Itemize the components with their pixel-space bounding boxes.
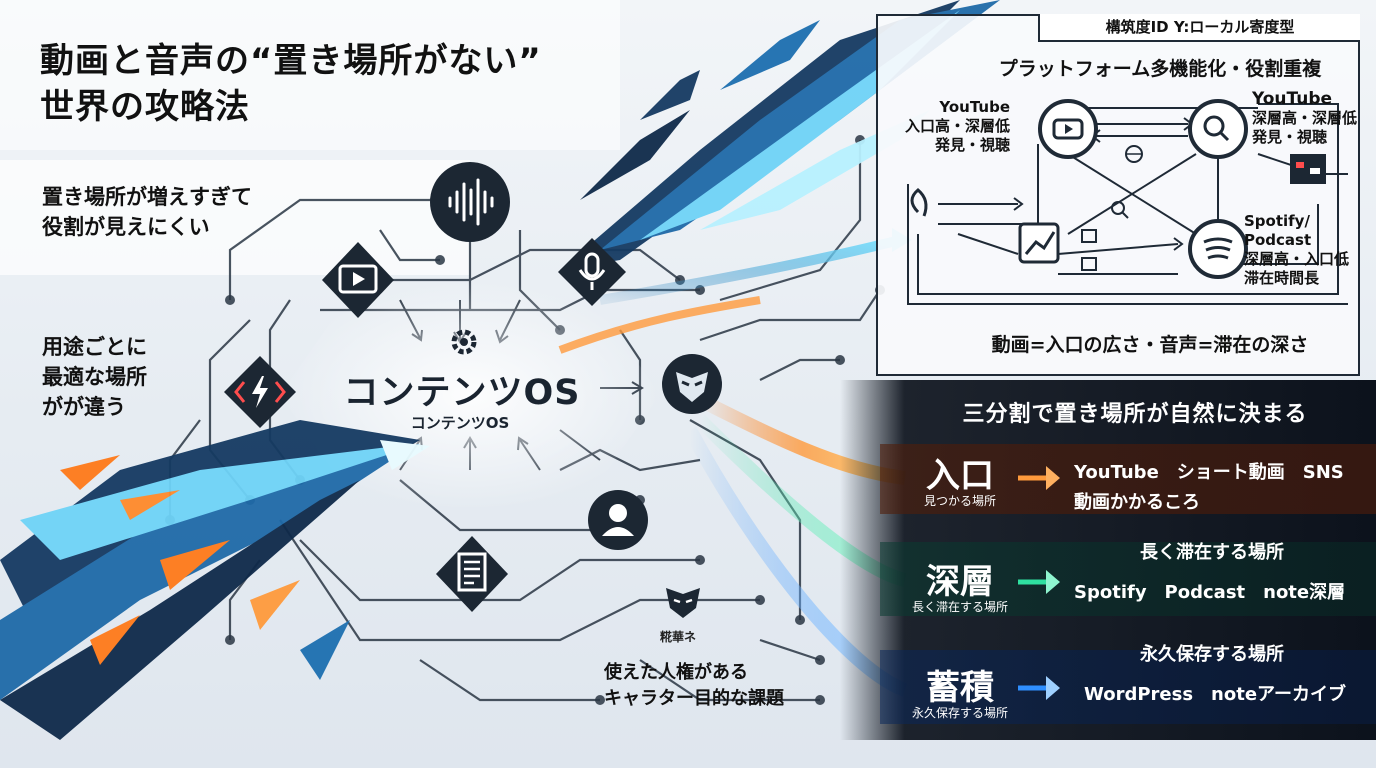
tier-deep-sub: 長く滞在する場所 xyxy=(911,600,1008,614)
center-title: コンテンツOS xyxy=(343,373,581,413)
tiers-title: 三分割で置き場所が自然に決まる xyxy=(962,402,1308,427)
spotify-label: Spotify/ Podcast 深層高・入口低 滞在時間長 xyxy=(1244,212,1349,288)
node-line: YouTube xyxy=(1252,89,1333,109)
node-line: Spotify/ xyxy=(1244,212,1310,230)
dest-line: Spotify Podcast note深層 xyxy=(1074,582,1346,603)
search-node xyxy=(1188,99,1248,159)
tier-entry-sub: 見つかる場所 xyxy=(923,494,996,508)
character-note: 使えた人権がある キャラター目的な課題 xyxy=(604,660,784,712)
tier-band-archive xyxy=(880,650,1376,724)
node-line: 深層高・入口低 xyxy=(1244,250,1350,268)
video-play-icon xyxy=(322,242,394,318)
panel-header: 構筑度ID Y:ローカル寄度型 xyxy=(1038,14,1360,42)
document-icon xyxy=(436,536,508,612)
tier-archive-destinations: WordPress noteアーカイブ xyxy=(1084,680,1346,706)
tier-archive-label: 蓄積 xyxy=(926,668,994,708)
tier-archive-heading: 永久保存する場所 xyxy=(1140,644,1284,665)
center-subtitle: コンテンツOS xyxy=(410,414,510,432)
microphone-icon xyxy=(558,238,626,306)
audio-wave-icon xyxy=(430,162,510,242)
tier-deep-label: 深層 xyxy=(926,562,994,602)
arrow-right-icon xyxy=(1018,466,1060,490)
node-line: 滞在時間長 xyxy=(1244,269,1320,287)
node-line: Podcast xyxy=(1244,231,1312,249)
arrow-right-icon xyxy=(1018,570,1060,594)
note-line: 役割が見えにくい xyxy=(42,215,210,239)
note-too-many-places: 置き場所が増えすぎて 役割が見えにくい xyxy=(42,182,252,242)
node-line: 深層高・深層低 xyxy=(1252,109,1358,127)
tier-deep-destinations: Spotify Podcast note深層 xyxy=(1074,578,1345,604)
note-line: 置き場所が増えすぎて xyxy=(42,185,252,209)
dest-line: 動画かかるころ xyxy=(1074,492,1200,513)
platform-panel xyxy=(876,14,1360,376)
node-line: 入口高・深層低 xyxy=(904,117,1010,135)
character-caption: 糀華ネ xyxy=(660,630,697,644)
mask-icon xyxy=(662,354,722,414)
node-line: 発見・視聴 xyxy=(934,136,1010,154)
panel-subtitle: プラットフォーム多機能化・役割重複 xyxy=(998,58,1322,80)
dest-line: WordPress noteアーカイブ xyxy=(1084,684,1346,705)
tier-archive-sub: 永久保存する場所 xyxy=(911,706,1008,720)
tier-entry-label: 入口 xyxy=(926,456,994,496)
node-line: 発見・視聴 xyxy=(1252,128,1328,146)
platform-network xyxy=(907,99,1348,305)
note-line: キャラター目的な課題 xyxy=(604,688,784,709)
youtube-right-label: YouTube 深層高・深層低 発見・視聴 xyxy=(1252,90,1357,147)
arrow-right-icon xyxy=(1018,676,1060,700)
panel-summary: 動画=入口の広さ・音声=滞在の深さ xyxy=(991,334,1309,356)
tier-entry-destinations: YouTube ショート動画 SNS 動画かかるころ xyxy=(1074,458,1344,518)
main-title-line-1: 動画と音声の“置き場所がない” xyxy=(40,41,542,81)
gear-icon xyxy=(451,329,477,355)
youtube-left-label: YouTube 入口高・深層低 発見・視聴 xyxy=(904,98,1010,155)
main-title-line-2: 世界の攻略法 xyxy=(40,87,250,127)
note-best-place: 用途ごとに 最適な場所 がが違う xyxy=(42,332,147,422)
note-line: 使えた人権がある xyxy=(604,662,748,683)
mask-icon xyxy=(666,588,700,618)
tier-deep-heading: 長く滞在する場所 xyxy=(1140,542,1284,563)
node-line: YouTube xyxy=(939,98,1010,116)
lightning-icon xyxy=(224,356,296,428)
tier-band-entry xyxy=(880,444,1376,514)
main-title: 動画と音声の“置き場所がない” 世界の攻略法 xyxy=(40,38,600,130)
note-line: 用途ごとに xyxy=(42,335,147,359)
user-icon xyxy=(588,490,648,550)
dest-line: YouTube ショート動画 SNS xyxy=(1074,462,1344,483)
note-line: 最適な場所 xyxy=(42,365,147,389)
note-line: がが違う xyxy=(42,395,126,419)
tier-band-deep xyxy=(880,542,1376,616)
